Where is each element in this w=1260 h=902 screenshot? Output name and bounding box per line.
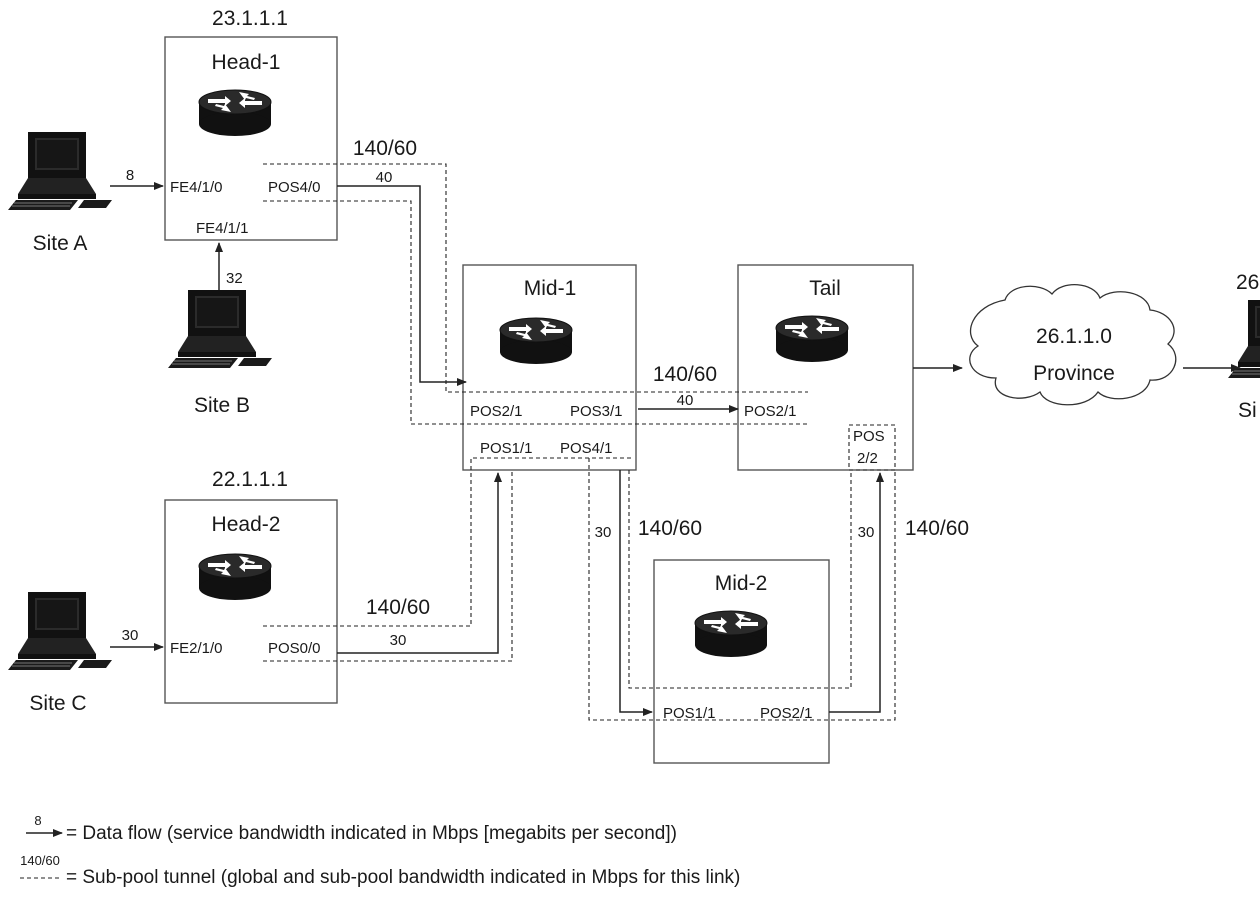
head1-if-fe411: FE4/1/1 bbox=[196, 220, 249, 237]
label-head1-flow: 40 bbox=[376, 169, 393, 186]
site-a-computer-icon bbox=[7, 131, 113, 211]
tunnel-head2-inner bbox=[263, 470, 513, 662]
head2-router-icon bbox=[198, 553, 272, 601]
tail-title: Tail bbox=[809, 277, 841, 300]
head1-router-icon bbox=[198, 89, 272, 137]
tunnel-head2-outer bbox=[263, 457, 633, 627]
site-a-label: Site A bbox=[33, 232, 88, 255]
legend-tunnel-sample: 140/60 bbox=[20, 853, 60, 868]
flow-mid2-to-tail bbox=[829, 472, 884, 713]
head1-address: 23.1.1.1 bbox=[212, 7, 288, 30]
flow-head1-to-mid1 bbox=[337, 185, 467, 386]
label-site-b-flow: 32 bbox=[226, 270, 243, 287]
label-mid1-tail-flow: 40 bbox=[677, 392, 694, 409]
tail-router-icon bbox=[775, 315, 849, 363]
mid2-router-icon bbox=[694, 610, 768, 658]
tunnel-head1-outer bbox=[263, 163, 808, 393]
tail-box bbox=[737, 264, 914, 471]
label-site-c-flow: 30 bbox=[122, 627, 139, 644]
label-mid1-mid2-tunnel: 140/60 bbox=[638, 517, 702, 540]
head2-box bbox=[164, 499, 338, 704]
head2-address: 22.1.1.1 bbox=[212, 468, 288, 491]
label-mid1-tail-tunnel: 140/60 bbox=[653, 363, 717, 386]
label-head2-tunnel: 140/60 bbox=[366, 596, 430, 619]
tunnel-head1-inner bbox=[263, 200, 808, 425]
legend-flow-text: = Data flow (service bandwidth indicated… bbox=[66, 823, 677, 844]
mid1-router-icon bbox=[499, 317, 573, 365]
head1-if-fe410: FE4/1/0 bbox=[170, 179, 223, 196]
label-mid1-mid2-flow: 30 bbox=[595, 524, 612, 541]
head1-if-pos40: POS4/0 bbox=[268, 179, 321, 196]
label-mid2-tail-flow: 30 bbox=[858, 524, 875, 541]
flow-head2-to-mid1 bbox=[337, 472, 502, 654]
tail-if-pos22-line2: 2/2 bbox=[857, 450, 878, 467]
destination-label-partial: Si bbox=[1238, 399, 1257, 422]
mid2-if-pos21: POS2/1 bbox=[760, 705, 813, 722]
head1-title: Head-1 bbox=[212, 51, 281, 74]
destination-computer-icon bbox=[1227, 299, 1260, 379]
mid1-if-pos21: POS2/1 bbox=[470, 403, 523, 420]
head2-if-fe210: FE2/1/0 bbox=[170, 640, 223, 657]
tail-if-pos21: POS2/1 bbox=[744, 403, 797, 420]
tunnel-mid2-inner bbox=[628, 470, 852, 689]
mid2-box bbox=[653, 559, 830, 764]
mid1-if-pos31: POS3/1 bbox=[570, 403, 623, 420]
label-head1-tunnel: 140/60 bbox=[353, 137, 417, 160]
tail-if-pos22-line1: POS bbox=[853, 428, 885, 445]
mid1-if-pos41: POS4/1 bbox=[560, 440, 613, 457]
flow-mid1-to-mid2 bbox=[619, 470, 653, 716]
mid2-if-pos11: POS1/1 bbox=[663, 705, 716, 722]
legend-tunnel-text: = Sub-pool tunnel (global and sub-pool b… bbox=[66, 867, 740, 888]
head2-if-pos00: POS0/0 bbox=[268, 640, 321, 657]
mid1-title: Mid-1 bbox=[524, 277, 577, 300]
province-cloud bbox=[969, 283, 1177, 406]
cloud-address: 26.1.1.0 bbox=[1036, 325, 1112, 348]
tunnel-mid2-outer bbox=[588, 458, 896, 721]
site-b-label: Site B bbox=[194, 394, 250, 417]
legend-flow-sample: 8 bbox=[34, 813, 41, 828]
mid2-title: Mid-2 bbox=[715, 572, 768, 595]
label-site-a-flow: 8 bbox=[126, 167, 134, 184]
head2-title: Head-2 bbox=[212, 513, 281, 536]
site-c-label: Site C bbox=[29, 692, 86, 715]
destination-address-partial: 26 bbox=[1236, 271, 1259, 294]
mid1-box bbox=[462, 264, 637, 471]
tunnel-tail-port bbox=[848, 424, 896, 471]
label-mid2-tail-tunnel: 140/60 bbox=[905, 517, 969, 540]
cloud-name: Province bbox=[1033, 362, 1115, 385]
legend: 8 = Data flow (service bandwidth indicat… bbox=[20, 813, 740, 888]
site-b-computer-icon bbox=[167, 289, 273, 369]
head1-box bbox=[164, 36, 338, 241]
mid1-if-pos11: POS1/1 bbox=[480, 440, 533, 457]
site-c-computer-icon bbox=[7, 591, 113, 671]
label-head2-flow: 30 bbox=[390, 632, 407, 649]
